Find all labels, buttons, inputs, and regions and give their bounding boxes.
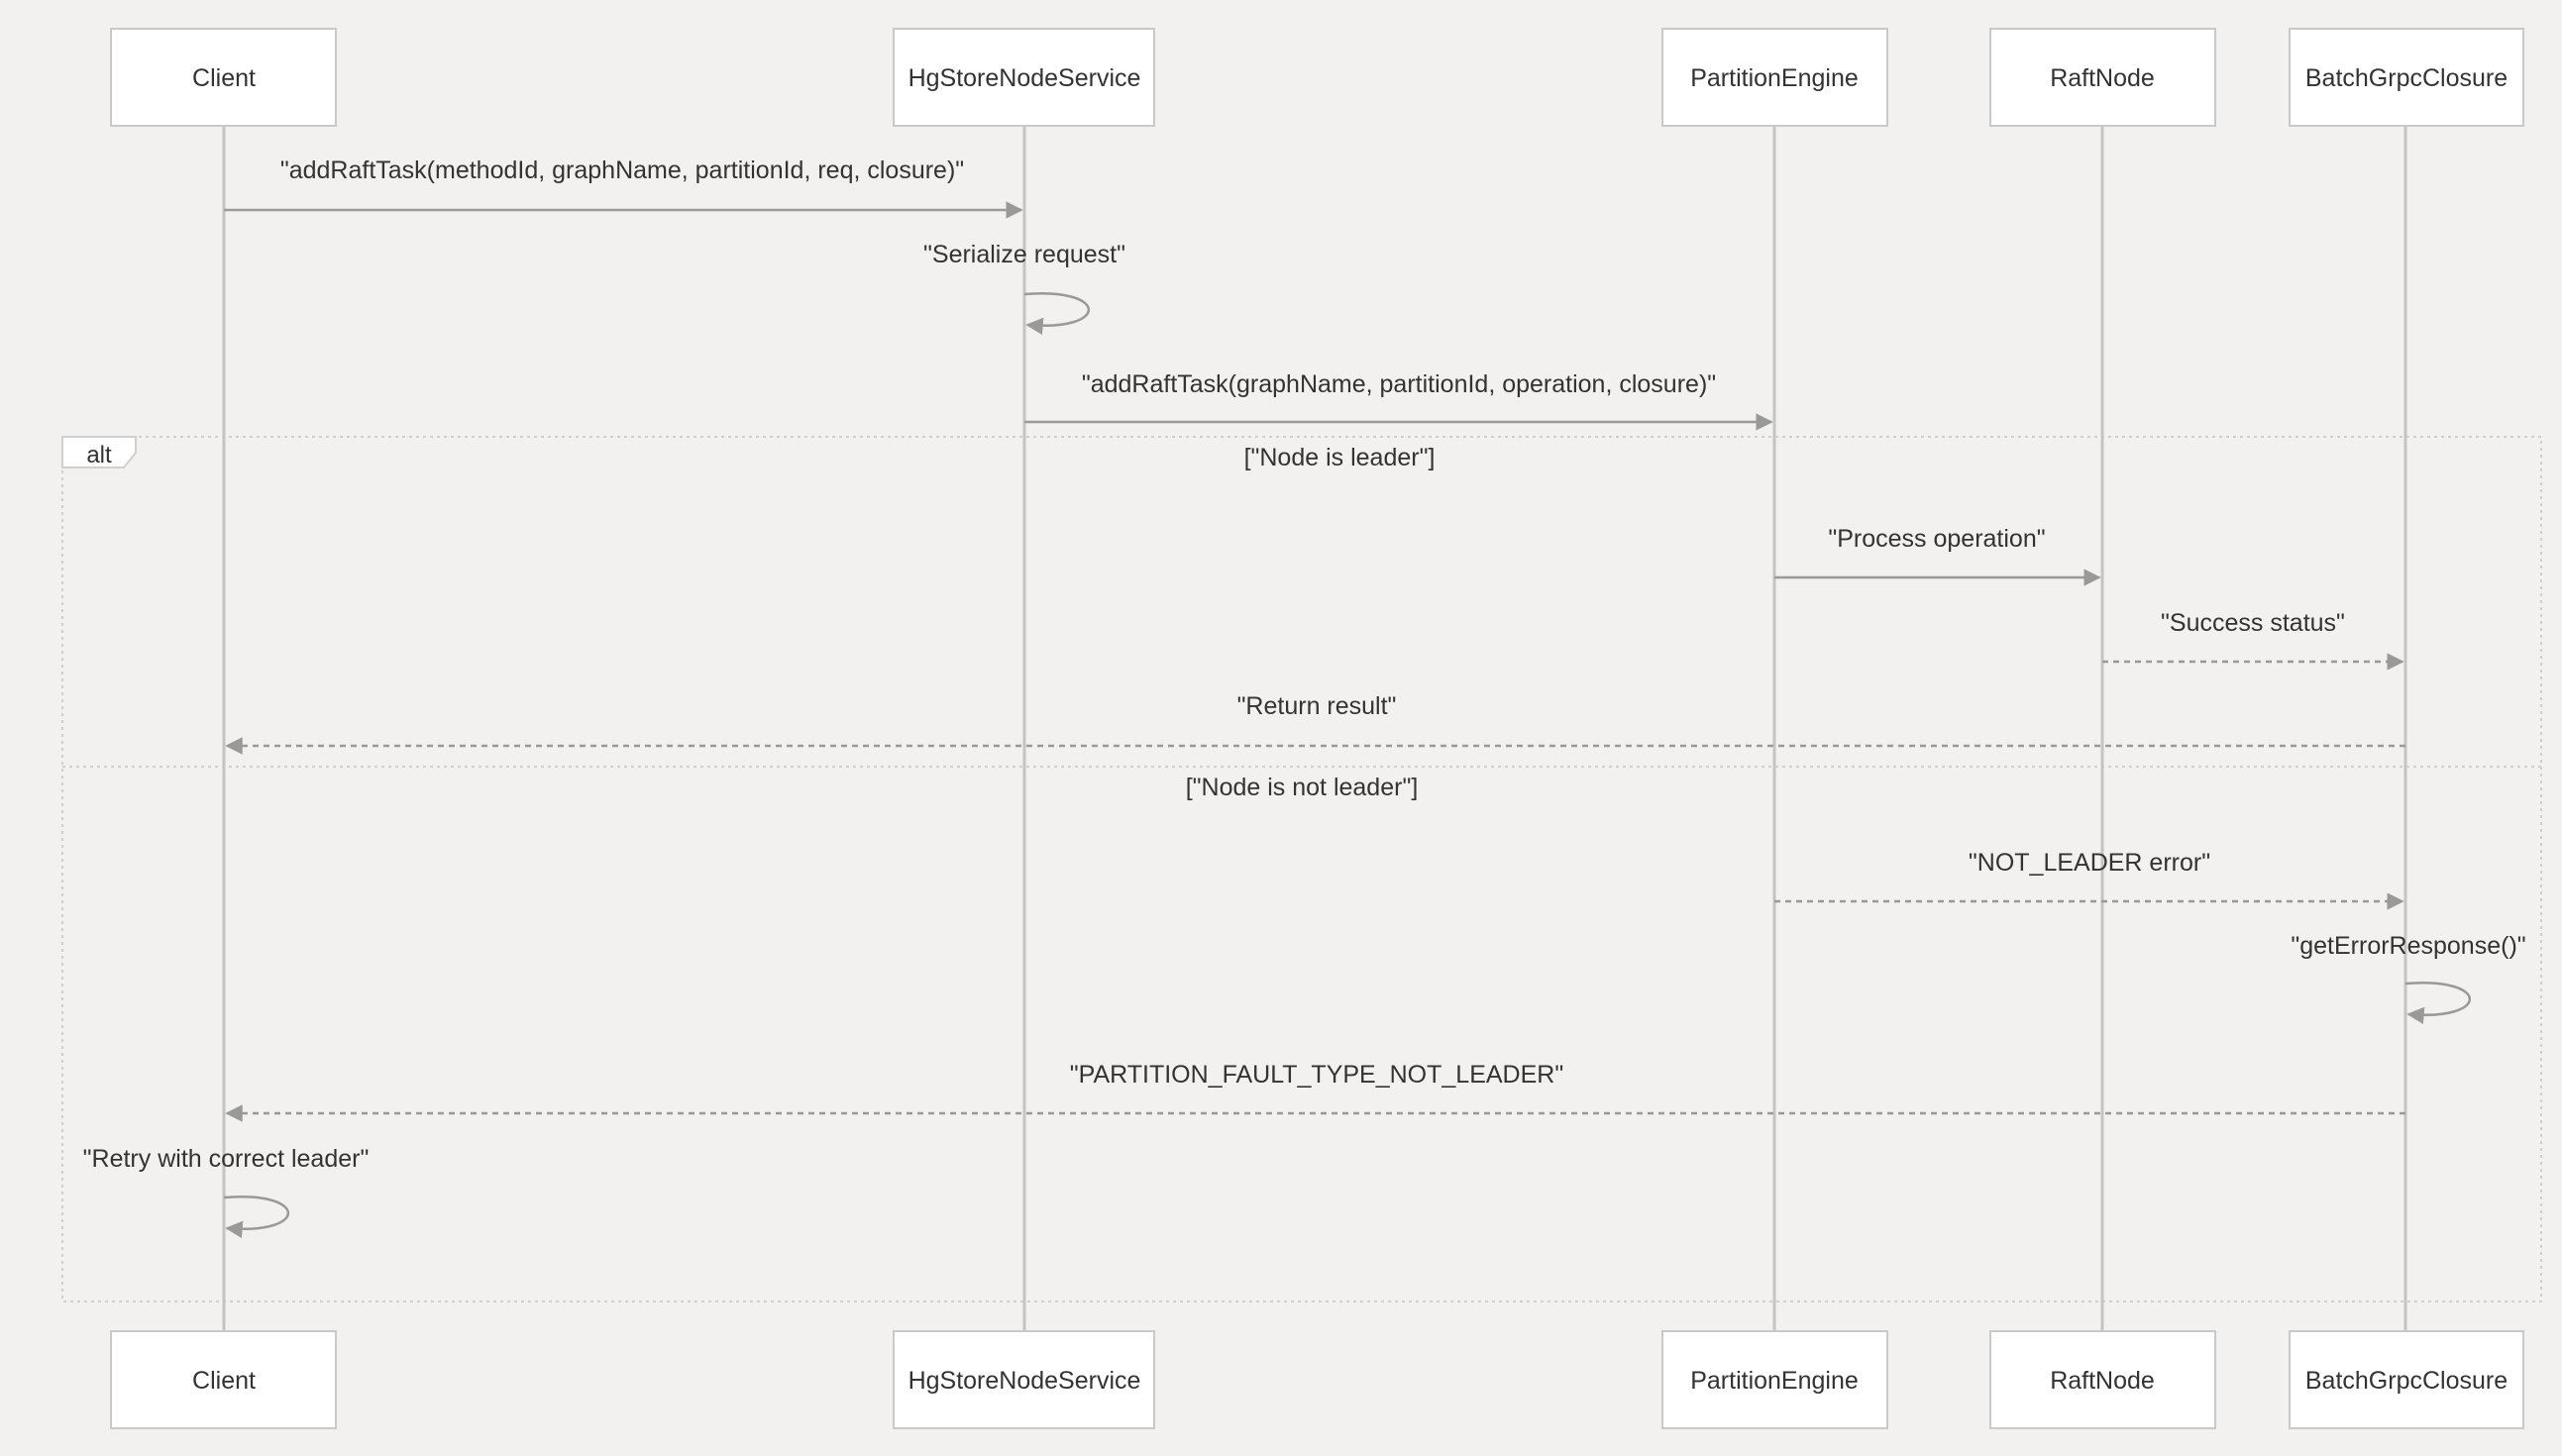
guard-node-is-not-leader: ["Node is not leader"] xyxy=(1186,774,1419,801)
participant-raftnode-top: RaftNode xyxy=(1989,28,2216,127)
alt-frame-title: alt xyxy=(86,442,112,468)
participant-hgstorenodeservice-bottom: HgStoreNodeService xyxy=(893,1330,1155,1429)
alt-frame-tab xyxy=(61,436,137,468)
message-label: "addRaftTask(methodId, graphName, partit… xyxy=(280,156,964,184)
participant-batchgrpcclosure-bottom: BatchGrpcClosure xyxy=(2289,1330,2524,1429)
participant-label: HgStoreNodeService xyxy=(908,64,1141,92)
message-label: "Serialize request" xyxy=(923,241,1125,268)
message-serialize-request: "Serialize request" xyxy=(923,241,1125,336)
participant-label: HgStoreNodeService xyxy=(908,1367,1141,1395)
message-process-operation: "Process operation" xyxy=(1774,525,2101,586)
participant-label: RaftNode xyxy=(2050,64,2155,92)
message-self-arrow xyxy=(223,1196,289,1239)
participant-box xyxy=(1661,28,1888,127)
message-label: "NOT_LEADER error" xyxy=(1969,849,2210,877)
participant-label: PartitionEngine xyxy=(1690,64,1859,92)
participant-box xyxy=(893,1330,1155,1429)
message-not-leader-error: "NOT_LEADER error" xyxy=(1774,849,2404,910)
message-success-status: "Success status" xyxy=(2102,609,2404,671)
participant-label: PartitionEngine xyxy=(1690,1367,1859,1395)
participant-box xyxy=(1989,28,2216,127)
message-partition-fault-not-leader: "PARTITION_FAULT_TYPE_NOT_LEADER" xyxy=(225,1061,2405,1122)
participant-label: BatchGrpcClosure xyxy=(2305,64,2508,92)
participant-label: RaftNode xyxy=(2050,1367,2155,1395)
participant-raftnode-bottom: RaftNode xyxy=(1989,1330,2216,1429)
participant-partitionengine-bottom: PartitionEngine xyxy=(1661,1330,1888,1429)
message-label: "PARTITION_FAULT_TYPE_NOT_LEADER" xyxy=(1070,1061,1563,1089)
participants-bottom: Client HgStoreNodeService PartitionEngin… xyxy=(110,1330,2524,1429)
message-return-result: "Return result" xyxy=(225,692,2405,755)
message-self-arrow xyxy=(2404,982,2471,1025)
message-label: "Return result" xyxy=(1237,692,1397,720)
message-label: "getErrorResponse()" xyxy=(2291,932,2525,960)
messages: "addRaftTask(methodId, graphName, partit… xyxy=(83,156,2526,1239)
participant-client-top: Client xyxy=(110,28,337,127)
guard-node-is-leader: ["Node is leader"] xyxy=(1244,444,1436,471)
message-add-raft-task-client: "addRaftTask(methodId, graphName, partit… xyxy=(224,156,1023,219)
participant-hgstorenodeservice-top: HgStoreNodeService xyxy=(893,28,1155,127)
participant-box xyxy=(110,1330,337,1429)
participant-label: Client xyxy=(192,64,256,92)
message-add-raft-task-engine: "addRaftTask(graphName, partitionId, ope… xyxy=(1024,370,1773,431)
message-label: "Retry with correct leader" xyxy=(83,1145,370,1173)
message-get-error-response: "getErrorResponse()" xyxy=(2291,932,2526,1025)
participant-box xyxy=(1989,1330,2216,1429)
participants-top: Client HgStoreNodeService PartitionEngin… xyxy=(110,28,2524,127)
alt-fragment: alt ["Node is leader"] ["Node is not lea… xyxy=(61,436,2542,1302)
participant-box xyxy=(2289,28,2524,127)
participant-label: BatchGrpcClosure xyxy=(2305,1367,2508,1395)
participant-partitionengine-top: PartitionEngine xyxy=(1661,28,1888,127)
message-label: "Success status" xyxy=(2161,609,2345,637)
message-label: "Process operation" xyxy=(1828,525,2045,553)
participant-label: Client xyxy=(192,1367,256,1395)
message-self-arrow xyxy=(1023,292,1090,336)
participant-box xyxy=(2289,1330,2524,1429)
participant-client-bottom: Client xyxy=(110,1330,337,1429)
participant-box xyxy=(893,28,1155,127)
message-retry-correct-leader: "Retry with correct leader" xyxy=(83,1145,370,1239)
lifelines xyxy=(222,127,2407,1331)
participant-box xyxy=(110,28,337,127)
message-label: "addRaftTask(graphName, partitionId, ope… xyxy=(1082,370,1716,398)
participant-batchgrpcclosure-top: BatchGrpcClosure xyxy=(2289,28,2524,127)
participant-box xyxy=(1661,1330,1888,1429)
